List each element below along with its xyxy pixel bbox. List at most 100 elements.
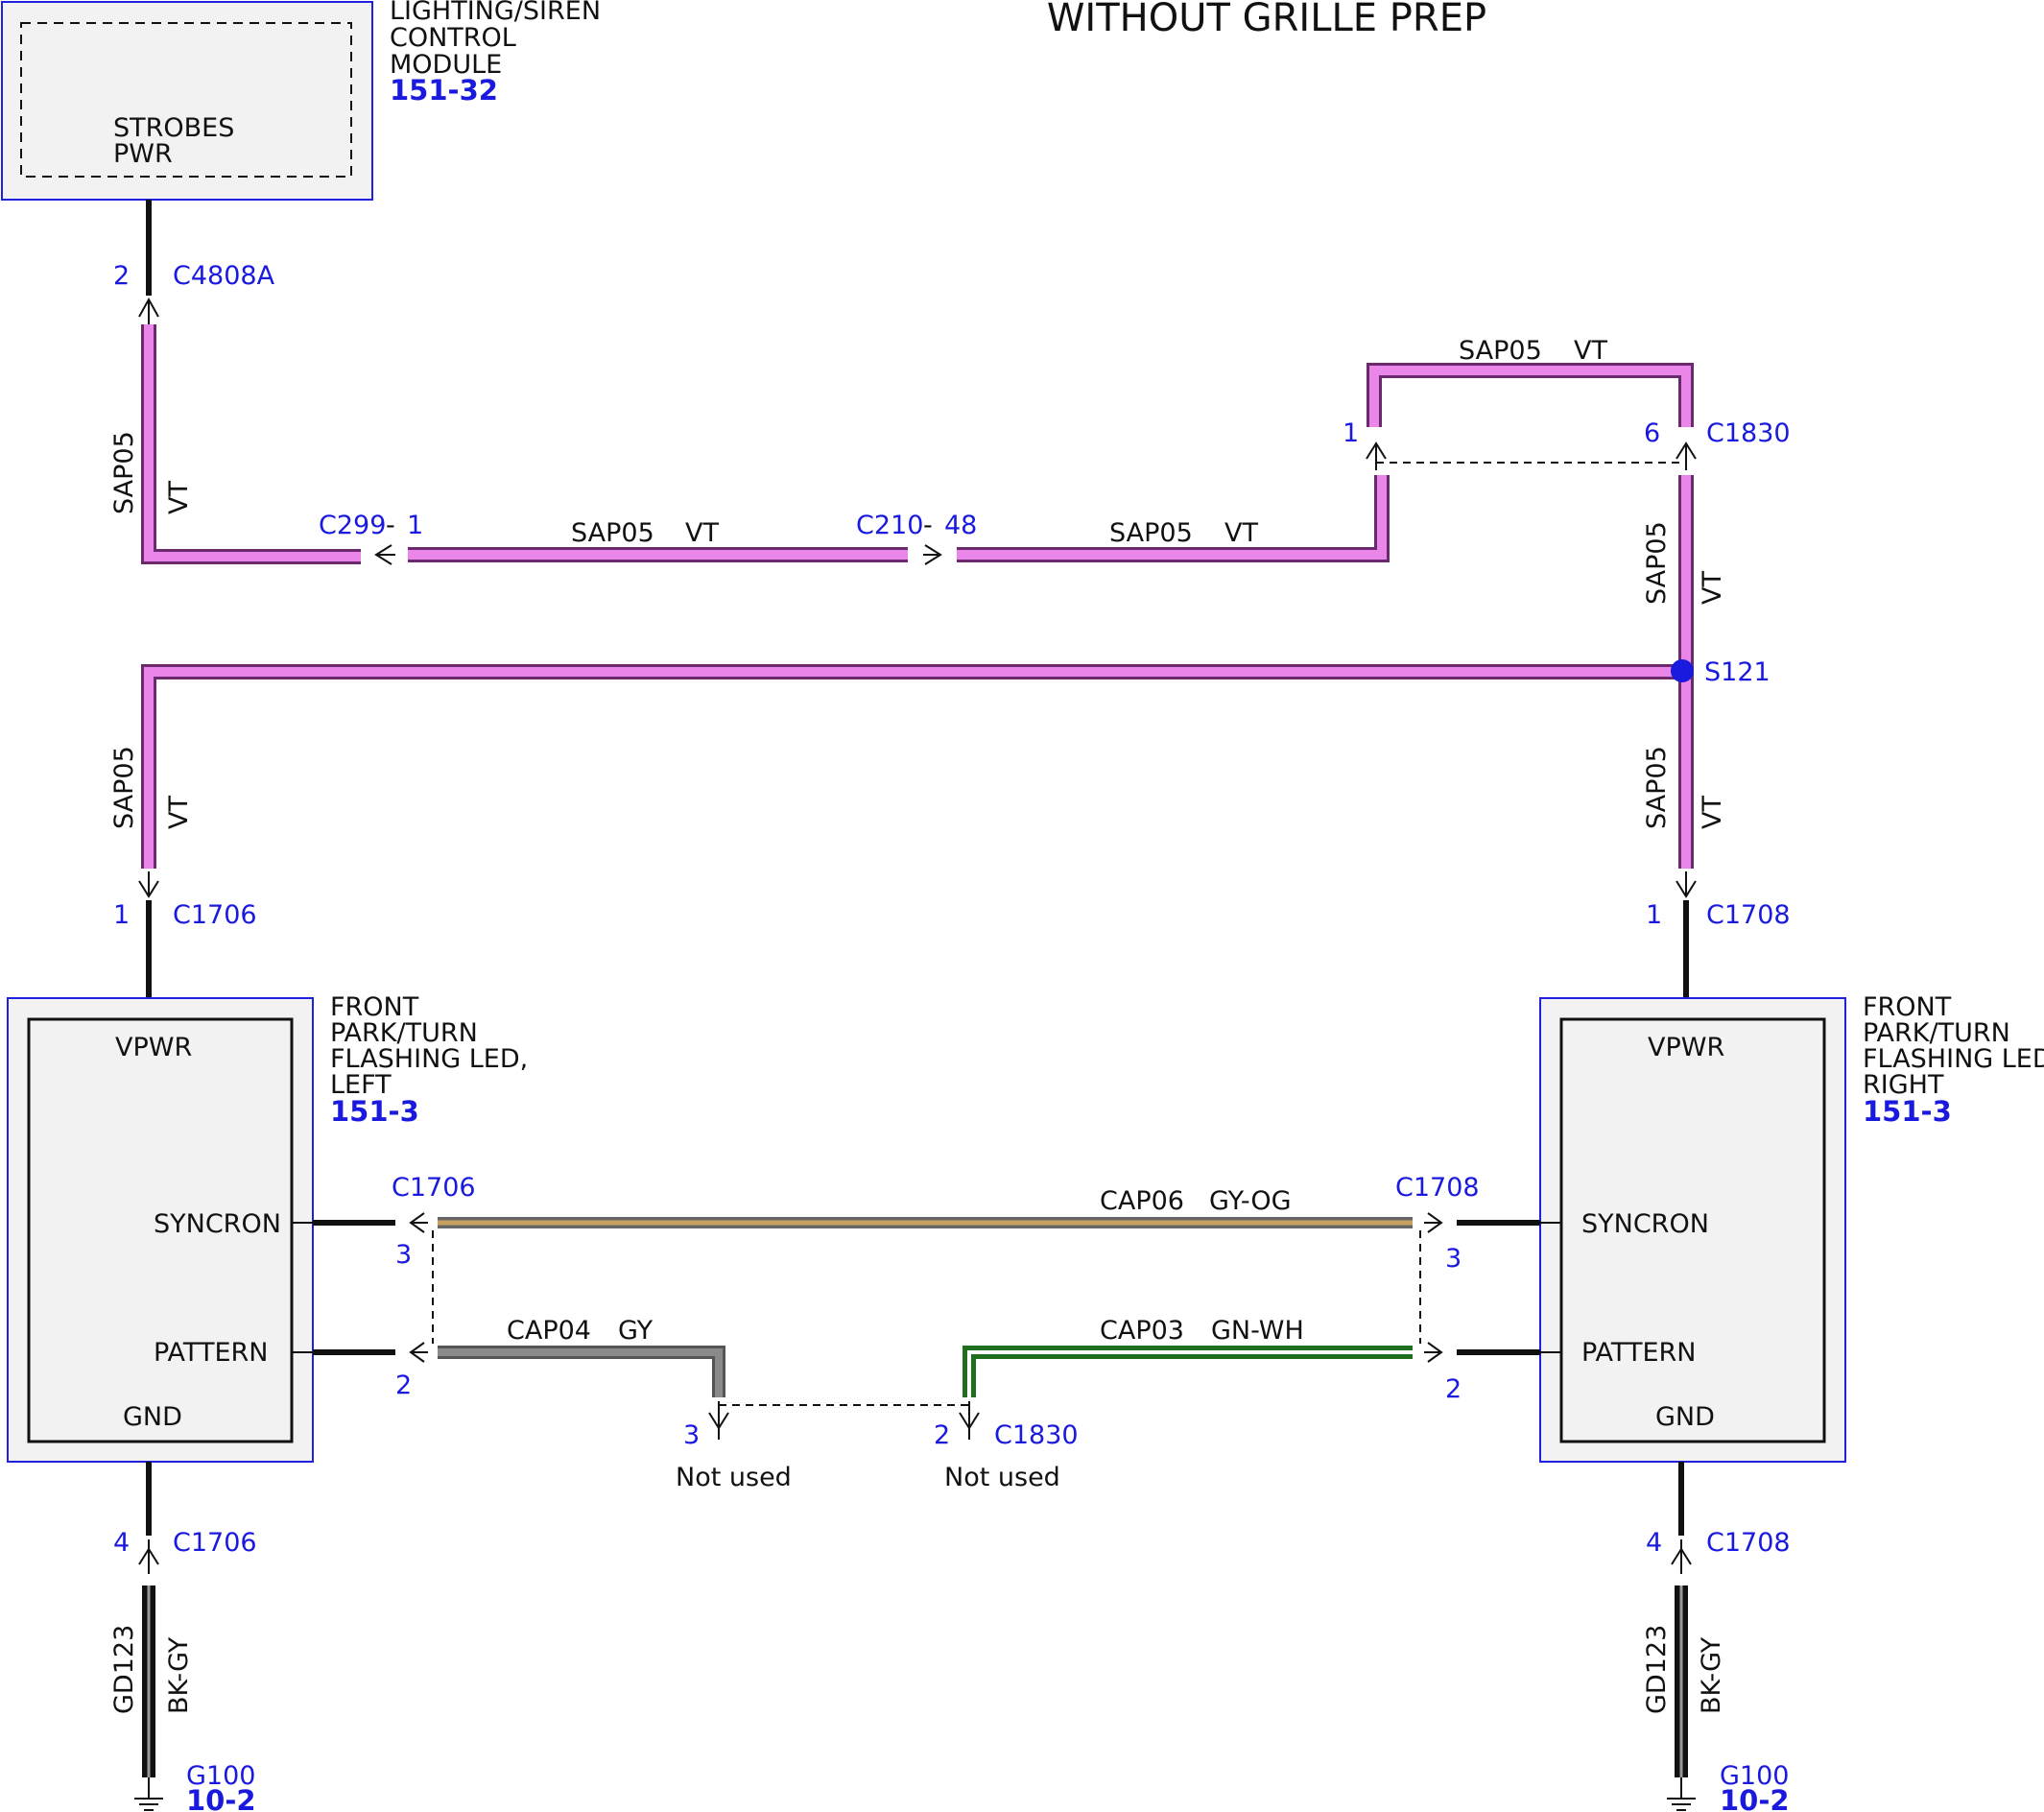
diagram-title: WITHOUT GRILLE PREP	[1047, 0, 1486, 40]
cap04-circuit: CAP04	[507, 1316, 591, 1346]
ground-right-ref: 10-2	[1720, 1784, 1790, 1812]
right-pin-gnd: GND	[1655, 1402, 1715, 1432]
wire-label-sap05-color-right: VT	[1224, 518, 1258, 548]
ground-left-ref: 10-2	[186, 1784, 256, 1812]
module-name-line-1: LIGHTING/SIREN	[390, 0, 601, 26]
cap06-color: GY-OG	[1209, 1186, 1292, 1216]
c299-id: C299	[319, 511, 386, 540]
c1706-top-id: C1706	[173, 900, 257, 930]
connector-c1830-bottom	[708, 1401, 980, 1440]
right-pin-vpwr: VPWR	[1648, 1033, 1724, 1062]
c1830-top-pin-right: 6	[1644, 418, 1660, 448]
sap05-wire-lower	[141, 664, 1694, 869]
connector-c1706-bottom	[138, 1539, 159, 1574]
connector-c4808a	[138, 297, 159, 326]
left-module-name-3: FLASHING LED,	[330, 1044, 528, 1074]
gd123-color-right: BK-GY	[1697, 1636, 1726, 1714]
c1830-top-id: C1830	[1706, 418, 1791, 448]
connector-c1706-top	[138, 871, 159, 898]
wire-label-sap05-circuit-left: SAP05	[109, 746, 139, 829]
wire-label-sap05-color-right-lower: VT	[1698, 796, 1727, 829]
wire-label-sap05-circuit: SAP05	[109, 431, 139, 514]
gd123-color-left: BK-GY	[164, 1636, 194, 1714]
c1706-bottom-id: C1706	[173, 1528, 257, 1558]
c4808a-pin: 2	[113, 261, 130, 291]
right-module-ref: 151-3	[1863, 1095, 1952, 1128]
right-module-name-1: FRONT	[1863, 992, 1952, 1022]
module-name-line-2: CONTROL	[390, 23, 516, 53]
left-pin-syncron: SYNCRON	[154, 1209, 281, 1239]
c1708-mid-pin-syncron: 3	[1445, 1244, 1462, 1274]
c210-dash: -	[923, 511, 933, 540]
wire-label-sap05-color-right-upper: VT	[1698, 571, 1727, 605]
ground-symbol-left	[134, 1777, 163, 1811]
wire-label-sap05-circuit-right-lower: SAP05	[1642, 746, 1672, 829]
wire-label-sap05-color-mid: VT	[685, 518, 719, 548]
cap04-wire	[438, 1348, 723, 1397]
gd123-circuit-left: GD123	[109, 1625, 139, 1714]
c1830-bottom-pin-right: 2	[934, 1420, 950, 1450]
left-module-name-1: FRONT	[330, 992, 419, 1022]
cap06-circuit: CAP06	[1100, 1186, 1184, 1216]
right-module-name-4: RIGHT	[1863, 1070, 1944, 1100]
ground-right-id: G100	[1720, 1761, 1789, 1791]
c1830-bottom-id: C1830	[994, 1420, 1079, 1450]
sap05-wire-upper	[141, 324, 1694, 672]
wire-label-sap05-circuit-mid: SAP05	[571, 518, 654, 548]
gd123-circuit-right: GD123	[1642, 1625, 1672, 1714]
right-pin-syncron: SYNCRON	[1581, 1209, 1709, 1239]
ground-left-id: G100	[186, 1761, 255, 1791]
c1830-top-pin-left: 1	[1343, 418, 1359, 448]
cap03-wire-edge	[963, 1346, 1413, 1397]
lighting-siren-control-module: STROBES PWR	[1, 1, 373, 201]
left-module-name-2: PARK/TURN	[330, 1018, 478, 1048]
led-module-left: VPWR SYNCRON PATTERN GND	[7, 997, 314, 1463]
connector-c210	[923, 544, 942, 565]
wire-label-sap05-circuit-right: SAP05	[1109, 518, 1193, 548]
left-module-ref: 151-3	[330, 1095, 419, 1128]
connector-c299	[374, 544, 395, 565]
c299-pin: 1	[407, 511, 423, 540]
c4808a-id: C4808A	[173, 261, 275, 291]
led-module-right: VPWR SYNCRON PATTERN GND	[1539, 997, 1846, 1463]
left-pin-vpwr: VPWR	[115, 1033, 192, 1062]
c1708-bottom-pin: 4	[1646, 1528, 1662, 1558]
module-pin-label-1: STROBES	[113, 113, 234, 143]
wire-label-sap05-color-left: VT	[164, 796, 194, 829]
connector-c1830-top	[1366, 441, 1697, 470]
c1830-bottom-pin-left: 3	[683, 1420, 700, 1450]
splice-s121-id: S121	[1704, 657, 1771, 687]
wire-label-sap05-circuit-right-upper: SAP05	[1642, 521, 1672, 605]
connector-c1708-syncron	[1424, 1212, 1443, 1233]
c210-id: C210	[856, 511, 923, 540]
cap03-wire	[967, 1350, 1413, 1397]
right-module-name-3: FLASHING LED,	[1863, 1044, 2044, 1074]
c1706-bottom-pin: 4	[113, 1528, 130, 1558]
c299-dash: -	[386, 511, 395, 540]
module-name-line-3: MODULE	[390, 50, 502, 80]
connector-c1708-top	[1676, 871, 1697, 898]
cap04-wire-edge	[438, 1346, 725, 1397]
module-ref: 151-32	[390, 74, 498, 107]
left-module-name-4: LEFT	[330, 1070, 392, 1100]
cap03-circuit: CAP03	[1100, 1316, 1184, 1346]
c1708-mid-pin-pattern: 2	[1445, 1374, 1462, 1404]
cap04-color: GY	[618, 1316, 654, 1346]
not-used-label-left: Not used	[676, 1463, 792, 1492]
wire-label-sap05-color-top: VT	[1574, 336, 1607, 366]
module-pin-label-2: PWR	[113, 139, 173, 169]
cap03-color: GN-WH	[1211, 1316, 1304, 1346]
c1708-mid-id: C1708	[1395, 1173, 1480, 1203]
c1708-bottom-id: C1708	[1706, 1528, 1791, 1558]
right-module-name-2: PARK/TURN	[1863, 1018, 2010, 1048]
c1708-top-id: C1708	[1706, 900, 1791, 930]
c1706-mid-pin-syncron: 3	[395, 1240, 412, 1270]
splice-s121	[1671, 659, 1694, 682]
c210-pin: 48	[944, 511, 977, 540]
c1708-top-pin: 1	[1646, 900, 1662, 930]
c1706-mid-id: C1706	[392, 1173, 476, 1203]
connector-c1708-bottom	[1671, 1539, 1692, 1574]
right-pin-pattern: PATTERN	[1581, 1338, 1696, 1368]
connector-c1706-syncron	[409, 1212, 428, 1233]
left-pin-gnd: GND	[123, 1402, 182, 1432]
